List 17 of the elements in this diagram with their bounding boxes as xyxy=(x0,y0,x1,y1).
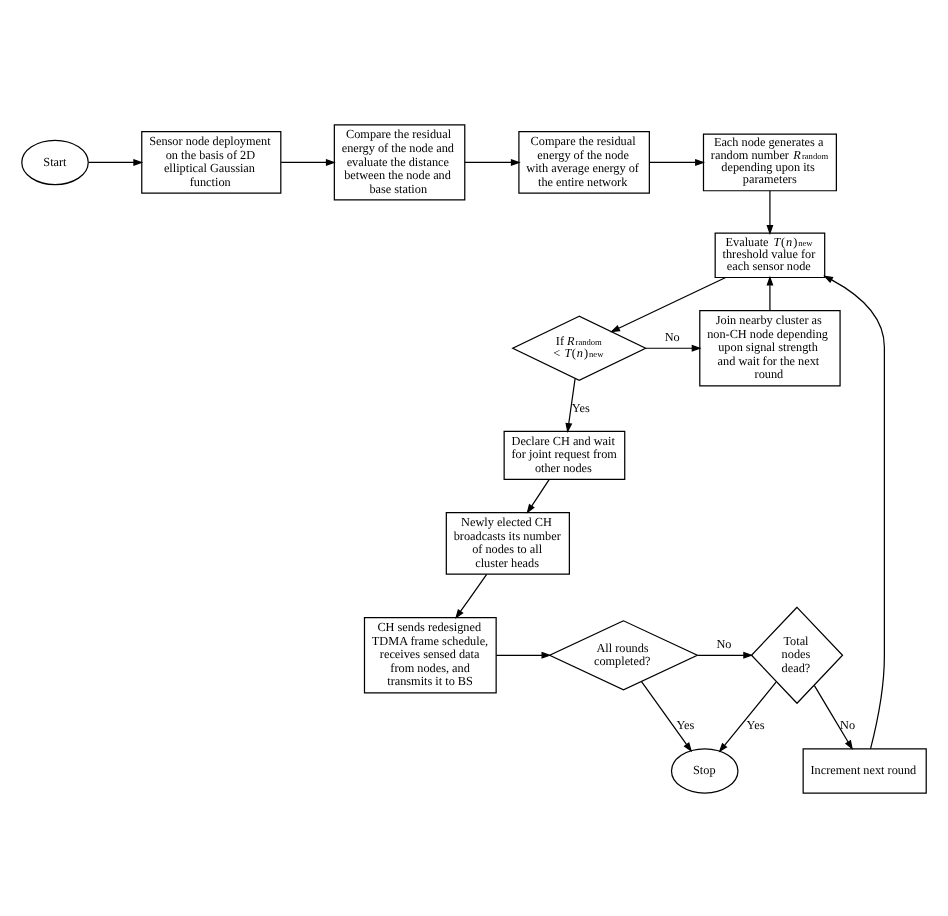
arrow xyxy=(648,158,705,165)
arrow xyxy=(823,274,885,749)
arrow xyxy=(813,684,853,750)
arrow xyxy=(610,275,727,332)
arrow xyxy=(526,477,550,513)
arrow xyxy=(88,158,144,165)
arrow xyxy=(565,377,576,432)
arrow xyxy=(645,343,702,351)
arrow xyxy=(280,158,336,165)
arrow xyxy=(640,680,693,752)
arrow xyxy=(464,158,521,165)
arrow xyxy=(696,650,754,658)
arrow xyxy=(455,572,488,619)
arrow xyxy=(766,274,774,311)
arrow xyxy=(495,650,552,658)
arrow xyxy=(718,680,777,752)
arrow xyxy=(766,189,774,234)
